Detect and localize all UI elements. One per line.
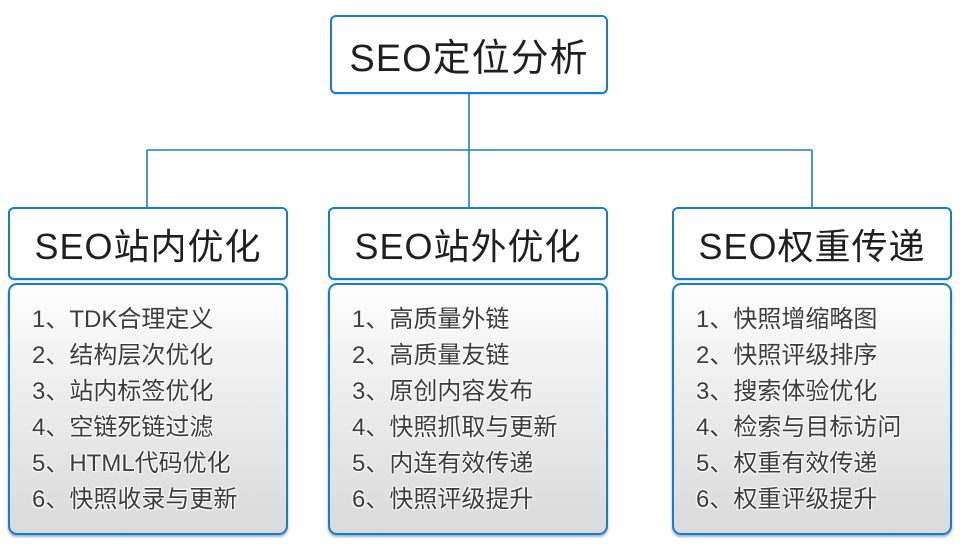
list-item: 5、HTML代码优化: [32, 450, 231, 477]
column-title: SEO站外优化: [354, 225, 582, 267]
column-header-box: SEO站外优化: [328, 207, 608, 280]
list-item: 2、快照评级排序: [696, 342, 878, 369]
list-item: 6、快照收录与更新: [32, 486, 238, 513]
root-node-box: SEO定位分析: [330, 15, 608, 94]
list-item: 2、结构层次优化: [32, 342, 214, 369]
list-item: 1、快照增缩略图: [696, 306, 878, 333]
list-item: 3、站内标签优化: [32, 378, 214, 405]
column-weight-transfer: SEO权重传递 1、快照增缩略图 2、快照评级排序 3、搜索体验优化 4、检索与…: [672, 207, 952, 535]
list-item: 3、原创内容发布: [352, 378, 534, 405]
list-item: 2、高质量友链: [352, 342, 510, 369]
column-title: SEO权重传递: [698, 225, 926, 267]
list-item: 4、空链死链过滤: [32, 414, 214, 441]
column-item-list: 1、高质量外链 2、高质量友链 3、原创内容发布 4、快照抓取与更新 5、内连有…: [328, 283, 608, 535]
list-item: 1、TDK合理定义: [32, 306, 214, 333]
column-onsite-optimization: SEO站内优化 1、TDK合理定义 2、结构层次优化 3、站内标签优化 4、空链…: [8, 207, 288, 535]
list-item: 4、快照抓取与更新: [352, 414, 558, 441]
list-item: 4、检索与目标访问: [696, 414, 902, 441]
list-item: 5、权重有效传递: [696, 450, 878, 477]
list-item: 3、搜索体验优化: [696, 378, 878, 405]
column-item-list: 1、TDK合理定义 2、结构层次优化 3、站内标签优化 4、空链死链过滤 5、H…: [8, 283, 288, 535]
list-item: 5、内连有效传递: [352, 450, 534, 477]
column-header-box: SEO权重传递: [672, 207, 952, 280]
list-item: 6、权重评级提升: [696, 486, 878, 513]
column-header-box: SEO站内优化: [8, 207, 288, 280]
column-offsite-optimization: SEO站外优化 1、高质量外链 2、高质量友链 3、原创内容发布 4、快照抓取与…: [328, 207, 608, 535]
root-node-label: SEO定位分析: [349, 38, 589, 80]
list-item: 1、高质量外链: [352, 306, 510, 333]
column-title: SEO站内优化: [34, 225, 262, 267]
column-item-list: 1、快照增缩略图 2、快照评级排序 3、搜索体验优化 4、检索与目标访问 5、权…: [672, 283, 952, 535]
list-item: 6、快照评级提升: [352, 486, 534, 513]
